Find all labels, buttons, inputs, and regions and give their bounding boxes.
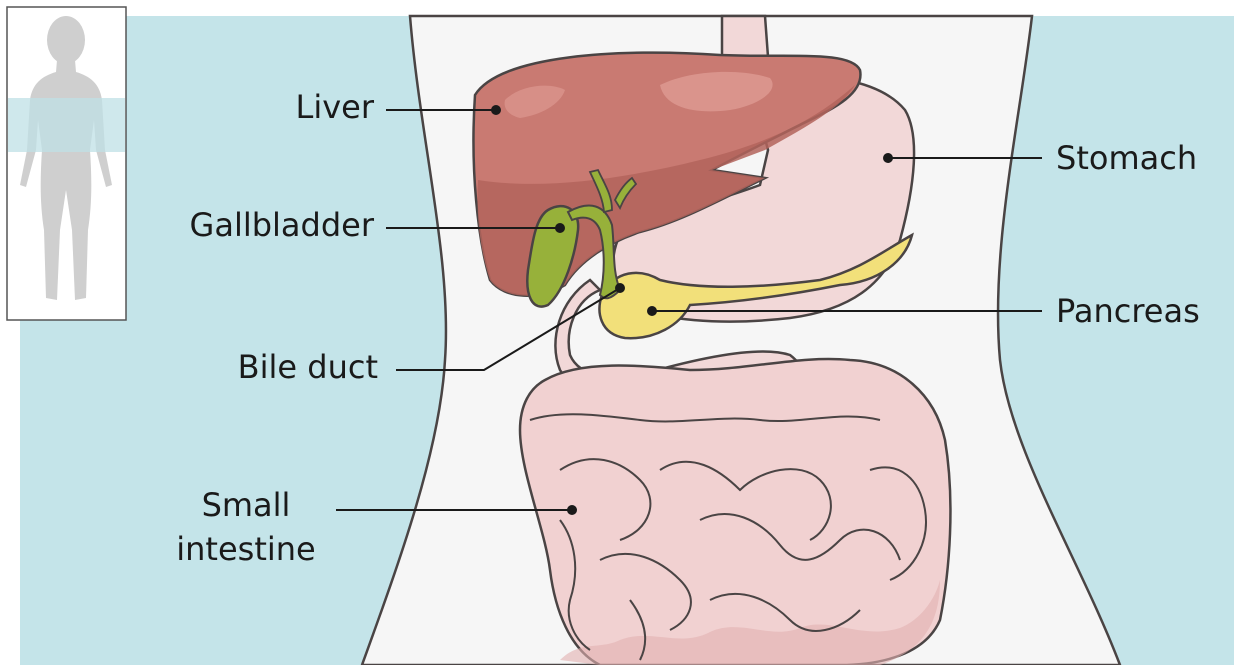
label-pancreas: Pancreas bbox=[1056, 292, 1200, 330]
label-small-intestine-line2: intestine bbox=[176, 530, 315, 568]
label-bile-duct: Bile duct bbox=[238, 348, 378, 386]
label-liver: Liver bbox=[296, 88, 375, 126]
small-intestine bbox=[520, 359, 950, 665]
label-gallbladder: Gallbladder bbox=[190, 206, 375, 244]
label-stomach: Stomach bbox=[1056, 139, 1197, 177]
label-small-intestine-line1: Small bbox=[202, 486, 291, 524]
body-silhouette-icon bbox=[7, 7, 126, 320]
